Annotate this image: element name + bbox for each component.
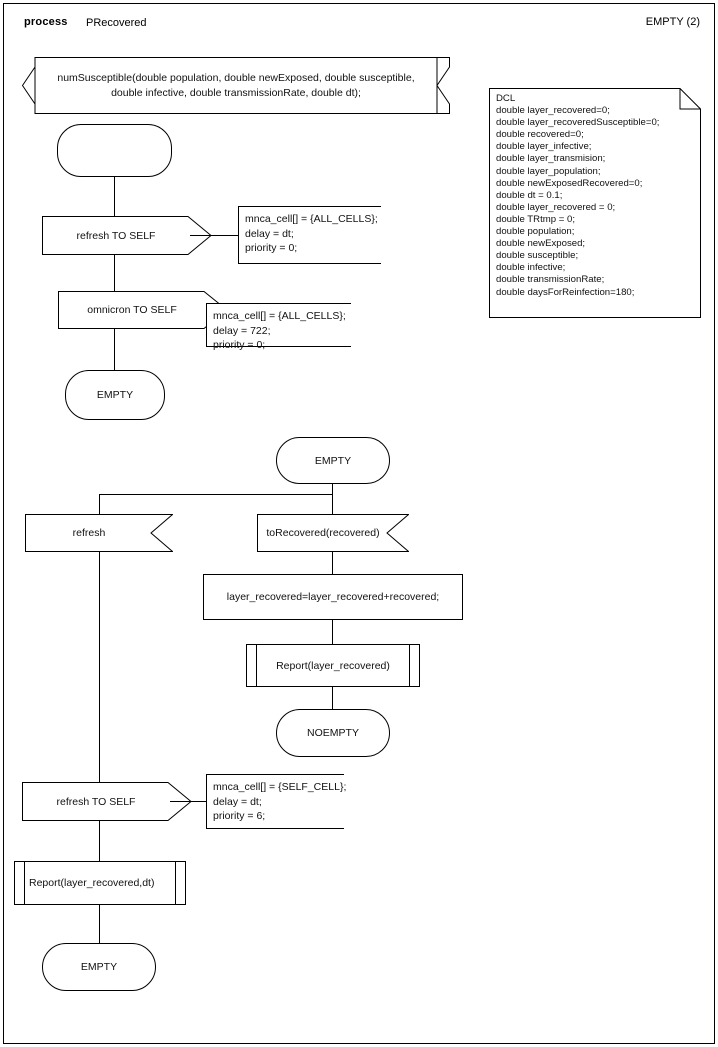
comment-omnicron: mnca_cell[] = {ALL_CELLS}; delay = 722; … — [206, 303, 351, 351]
output-refresh-to-self-bottom: refresh TO SELF — [22, 782, 192, 821]
output-symbol-outline — [22, 782, 192, 821]
comment-link-refresh — [190, 235, 238, 236]
output-omnicron-label: omnicron TO SELF — [87, 304, 177, 316]
connector-procedure-to-noempty — [332, 687, 333, 709]
procedure-right-bar — [409, 645, 410, 686]
input-symbol-outline — [257, 514, 410, 552]
input-refresh: refresh — [25, 514, 174, 552]
connector-empty-to-torecovered — [332, 484, 333, 514]
state-empty-bottom: EMPTY — [42, 943, 156, 991]
start-state-symbol — [57, 124, 172, 177]
declaration-line-2: double infective, double transmissionRat… — [111, 86, 361, 99]
dcl-note-text: DCL double layer_recovered=0; double lay… — [496, 93, 660, 298]
connector-report-to-empty-bottom — [99, 905, 100, 943]
state-noempty: NOEMPTY — [276, 709, 390, 757]
output-omnicron-to-self: omnicron TO SELF — [58, 291, 228, 329]
output-refresh-to-self: refresh TO SELF — [42, 216, 212, 255]
procedure-left-bar — [256, 645, 257, 686]
input-torecovered-label: toRecovered(recovered) — [266, 527, 380, 539]
page-label: EMPTY (2) — [645, 16, 700, 28]
input-symbol-outline — [25, 514, 174, 552]
output-symbol-outline — [42, 216, 212, 255]
comment-refresh: mnca_cell[] = {ALL_CELLS}; delay = dt; p… — [238, 206, 381, 264]
connector-refresh-long-vertical — [99, 552, 100, 782]
connector-torecovered-to-task — [332, 552, 333, 574]
declaration-text-symbol: numSusceptible(double population, double… — [22, 57, 450, 114]
procedure-call-bottom-label: Report(layer_recovered,dt) — [29, 877, 155, 889]
output-refresh-self-label: refresh TO SELF — [56, 795, 136, 808]
output-refresh-label: refresh TO SELF — [76, 229, 156, 242]
task-assignment: layer_recovered=layer_recovered+recovere… — [203, 574, 463, 620]
procedure-call-report-bottom: Report(layer_recovered,dt) — [14, 861, 186, 905]
connector-task-to-procedure — [332, 620, 333, 644]
process-keyword: process — [24, 16, 68, 28]
comment-link-refresh-bottom — [170, 801, 206, 802]
state-empty-branch-a: EMPTY — [65, 370, 165, 420]
connector-branch-down-refresh — [99, 494, 100, 514]
procedure-right-bar — [175, 862, 176, 904]
declaration-line-1: numSusceptible(double population, double… — [57, 71, 415, 84]
connector-omnicron-to-empty — [114, 329, 115, 370]
declaration-text: numSusceptible(double population, double… — [22, 57, 450, 114]
input-torecovered: toRecovered(recovered) — [257, 514, 410, 552]
comment-refresh-self: mnca_cell[] = {SELF_CELL}; delay = dt; p… — [206, 774, 346, 829]
connector-start-to-refresh — [114, 177, 115, 216]
procedure-call-label: Report(layer_recovered) — [276, 659, 390, 672]
dcl-note-outline — [489, 88, 701, 318]
connector-refresh-to-omnicron — [114, 255, 115, 291]
declaration-symbol-outline — [22, 57, 450, 114]
state-empty-branch-b: EMPTY — [276, 437, 390, 484]
procedure-left-bar — [24, 862, 25, 904]
page-border — [3, 3, 715, 1044]
connector-output-to-report-bottom — [99, 821, 100, 861]
dcl-note: DCL double layer_recovered=0; double lay… — [489, 88, 701, 318]
input-refresh-label: refresh — [72, 527, 106, 539]
procedure-call-report: Report(layer_recovered) — [246, 644, 420, 687]
connector-branch-split — [99, 494, 333, 495]
page-title: PRecovered — [86, 17, 147, 29]
